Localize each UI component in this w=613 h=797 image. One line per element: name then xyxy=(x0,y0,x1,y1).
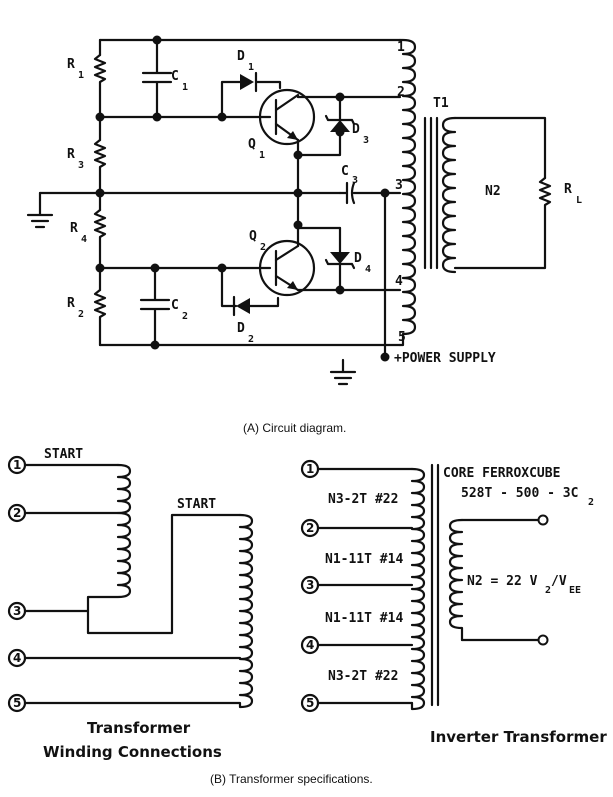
label-r4: R xyxy=(70,221,78,236)
label-t1: T1 xyxy=(433,96,449,111)
label-c2-sub: 2 xyxy=(182,311,188,322)
label-c3: C xyxy=(341,164,349,179)
capacitor-c1 xyxy=(141,38,173,119)
left-rail xyxy=(93,38,107,347)
label-q1-sub: 1 xyxy=(259,150,265,161)
resistor-r3 xyxy=(93,138,107,212)
diode-d1 xyxy=(220,71,282,119)
pin-3-right: 3 xyxy=(306,578,314,592)
label-q1: Q xyxy=(248,137,256,152)
title-winding-connections: Winding Connections xyxy=(43,743,222,761)
pin-2-left: 2 xyxy=(13,506,21,520)
circuit-diagram: +POWER SUPPLY xyxy=(26,35,582,435)
label-d4: D xyxy=(354,251,362,266)
label-n2-formula-b: /V xyxy=(551,574,567,589)
label-n2: N2 xyxy=(485,184,501,199)
resistor-r2 xyxy=(93,288,107,347)
capacitor-c2 xyxy=(139,266,171,347)
label-r1-sub: 1 xyxy=(78,70,84,81)
winding-connections: 1 2 3 4 5 START START Transformer Windin… xyxy=(7,447,254,761)
label-q2-sub: 2 xyxy=(260,242,266,253)
label-n2-formula-a: N2 = 22 V xyxy=(467,574,538,589)
diode-d4 xyxy=(296,226,356,292)
label-d1-sub: 1 xyxy=(248,62,254,73)
label-power-supply: +POWER SUPPLY xyxy=(394,351,496,366)
label-c1-sub: 1 xyxy=(182,82,188,93)
label-rl: R xyxy=(564,182,572,197)
label-tap-1: 1 xyxy=(397,40,405,55)
label-n2-formula-sub1: 2 xyxy=(545,585,551,596)
label-winding-3: N1-11T #14 xyxy=(325,611,403,626)
transistor-q2 xyxy=(258,223,342,297)
caption-b: (B) Transformer specifications. xyxy=(210,772,373,786)
label-core-2-sub: 2 xyxy=(588,497,594,508)
label-d1: D xyxy=(237,49,245,64)
label-tap-4: 4 xyxy=(395,274,403,289)
junction-dots xyxy=(95,35,390,362)
label-core-2: 528T - 500 - 3C xyxy=(461,486,578,501)
ground-left xyxy=(26,191,54,229)
pin-1-left: 1 xyxy=(13,458,21,472)
label-start-left: START xyxy=(44,447,83,462)
pin-circles-left xyxy=(7,455,27,713)
label-tap-5: 5 xyxy=(398,330,406,345)
diode-d3 xyxy=(296,95,356,157)
label-d4-sub: 4 xyxy=(365,264,371,275)
primary-winding xyxy=(398,38,417,347)
label-r3-sub: 3 xyxy=(78,160,84,171)
label-d3-sub: 3 xyxy=(363,135,369,146)
pin-4-left: 4 xyxy=(13,651,21,665)
secondary-winding-n2 xyxy=(441,116,552,274)
resistor-r1 xyxy=(93,53,107,142)
title-inverter-transformer: Inverter Transformer xyxy=(430,728,607,746)
label-r2: R xyxy=(67,296,75,311)
inverter-transformer: 1 2 3 4 5 N3-2T #22 N1-11T #14 N1-11T #1… xyxy=(300,459,607,746)
label-winding-2: N1-11T #14 xyxy=(325,552,403,567)
label-winding-4: N3-2T #22 xyxy=(328,669,398,684)
label-core-1: CORE FERROXCUBE xyxy=(443,466,560,481)
capacitor-c3 xyxy=(338,181,402,205)
label-c1: C xyxy=(171,69,179,84)
label-q2: Q xyxy=(249,229,257,244)
label-start-right: START xyxy=(177,497,216,512)
resistor-rl xyxy=(453,176,552,270)
pin-3-left: 3 xyxy=(13,604,21,618)
label-d2: D xyxy=(237,321,245,336)
label-c3-sub: 3 xyxy=(352,175,358,186)
label-tap-3: 3 xyxy=(395,178,403,193)
pin-2-right: 2 xyxy=(306,521,314,535)
label-r3: R xyxy=(67,147,75,162)
pin-4-right: 4 xyxy=(306,638,314,652)
pin-5-left: 5 xyxy=(13,696,21,710)
label-r2-sub: 2 xyxy=(78,309,84,320)
resistor-r4 xyxy=(93,208,107,292)
label-c2: C xyxy=(171,298,179,313)
label-winding-1: N3-2T #22 xyxy=(328,492,398,507)
title-transformer: Transformer xyxy=(87,719,191,737)
label-tap-2: 2 xyxy=(397,85,405,100)
pin-1-right: 1 xyxy=(306,462,314,476)
label-r1: R xyxy=(67,57,75,72)
label-rl-sub: L xyxy=(576,195,582,206)
ground-bottom xyxy=(329,358,357,386)
pin-5-right: 5 xyxy=(306,696,314,710)
label-r4-sub: 4 xyxy=(81,234,87,245)
label-n2-formula-sub2: EE xyxy=(569,585,581,596)
label-d3: D xyxy=(352,122,360,137)
diode-d2 xyxy=(220,266,280,317)
label-d2-sub: 2 xyxy=(248,334,254,345)
caption-a: (A) Circuit diagram. xyxy=(243,421,346,435)
